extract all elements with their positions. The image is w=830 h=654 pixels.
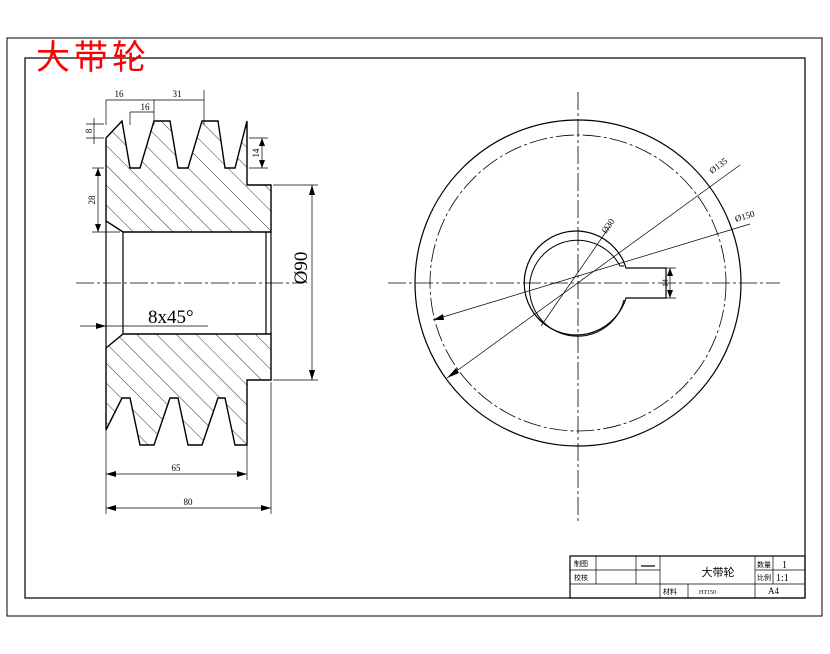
outer-frame	[6, 37, 823, 617]
dim-keyway-width: 14	[661, 279, 670, 287]
dim-groove-bottom-width: 16	[141, 102, 151, 112]
dim-groove-offset: 8	[84, 128, 94, 133]
drawing-heading: 大带轮	[36, 38, 150, 78]
dim-bore-diameter: Ø90	[291, 252, 312, 285]
section-upper-hatched	[105, 119, 272, 233]
section-dimension-arrows	[95, 138, 315, 511]
title-quantity-label: 数量	[757, 560, 771, 569]
section-dimension-lines	[80, 90, 318, 514]
title-block: 制图 校核 大带轮 数量 1 比例 1:1 材料 HT150 A4	[569, 555, 806, 599]
dim-rim-thickness: 28	[87, 195, 97, 205]
end-view: Ø135 Ø150 Ø30 14	[388, 92, 780, 524]
outer-circle	[414, 119, 742, 447]
end-view-leaders	[432, 164, 751, 379]
dim-chamfer: 8x45°	[148, 307, 194, 328]
title-quantity-value: 1	[782, 560, 787, 571]
dim-hub-length-inner: 65	[172, 463, 182, 473]
title-scale-value: 1:1	[776, 573, 789, 584]
title-material-value: HT150	[699, 590, 716, 596]
dim-hub-circle: Ø30	[599, 216, 616, 235]
dim-groove-pitch: 31	[173, 89, 182, 99]
dim-total-length: 80	[184, 497, 194, 507]
title-checked-label: 校核	[574, 573, 588, 582]
dim-groove-top-width: 16	[115, 89, 125, 99]
dim-groove-depth: 14	[251, 148, 261, 158]
title-scale-label: 比例	[757, 573, 771, 582]
title-part-name: 大带轮	[702, 565, 735, 579]
section-lower-hatched	[105, 333, 272, 446]
title-sheet-size: A4	[768, 586, 779, 596]
dim-pitch-circle: Ø135	[707, 155, 729, 175]
title-material-label: 材料	[663, 587, 677, 596]
dim-outer-circle: Ø150	[734, 208, 757, 224]
title-drawn-label: 制图	[574, 559, 588, 568]
pitch-circle	[429, 134, 727, 432]
end-view-arrows	[433, 268, 673, 378]
section-view: 16 16 31 8 14 28 Ø90 8x45° 65 80	[76, 89, 318, 514]
inner-frame	[24, 57, 806, 599]
